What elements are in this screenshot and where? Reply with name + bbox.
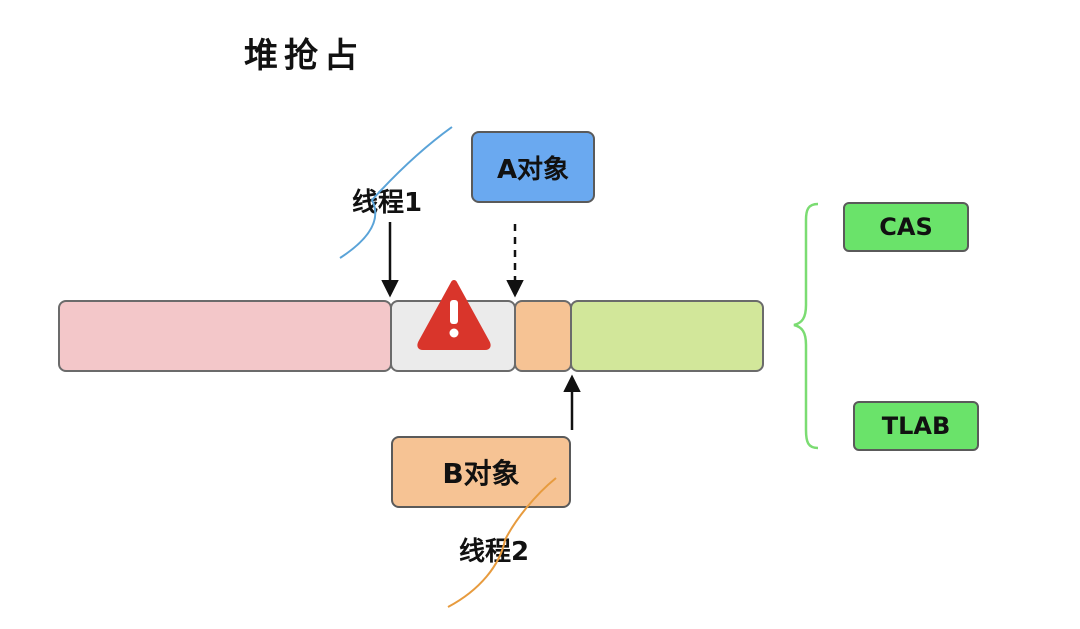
page-title: 堆抢占 (244, 36, 364, 76)
warning-icon (417, 280, 491, 350)
thread-1-stroke (339, 126, 453, 259)
cas-box: CAS (843, 202, 969, 252)
object-a-box: A对象 (471, 131, 595, 203)
thread-2-label: 线程2 (459, 537, 530, 567)
object-b-label: B对象 (442, 457, 520, 490)
method-brace (793, 202, 819, 450)
memory-segment-used (58, 300, 392, 372)
object-b-box: B对象 (391, 436, 571, 508)
memory-segment-allocated (514, 300, 572, 372)
thread-2-stroke (447, 477, 557, 608)
cas-label: CAS (879, 213, 933, 241)
tlab-label: TLAB (881, 412, 951, 440)
tlab-box: TLAB (853, 401, 979, 451)
object-a-label: A对象 (496, 154, 570, 185)
thread-1-label: 线程1 (352, 188, 423, 218)
memory-segment-free (570, 300, 764, 372)
